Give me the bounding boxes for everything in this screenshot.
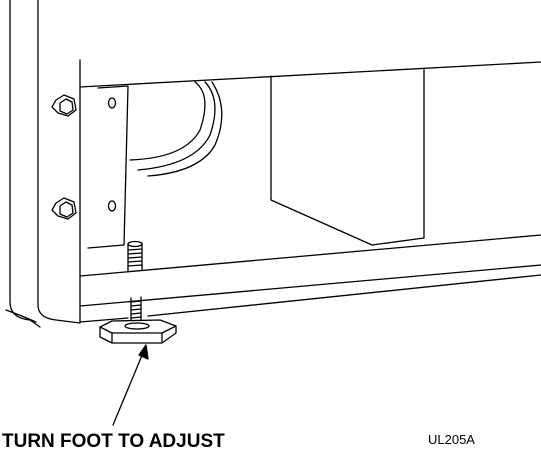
adjustable-leveling-foot	[99, 319, 177, 344]
figure-id: UL205A	[428, 432, 475, 447]
callout-label: TURN FOOT TO ADJUST	[2, 431, 225, 452]
hex-bolt-head-lower	[51, 197, 77, 220]
cabinet-side-panel	[5, 0, 81, 328]
base-frame	[79, 61, 541, 323]
arrow-pointer	[112, 344, 149, 426]
hex-bolt-head-upper	[51, 94, 77, 117]
mounting-bracket	[87, 85, 129, 249]
threaded-stud-lower	[130, 296, 142, 325]
cable-bundle	[129, 81, 223, 177]
threaded-stud-upper	[127, 240, 143, 272]
interior-partitions	[270, 67, 425, 246]
